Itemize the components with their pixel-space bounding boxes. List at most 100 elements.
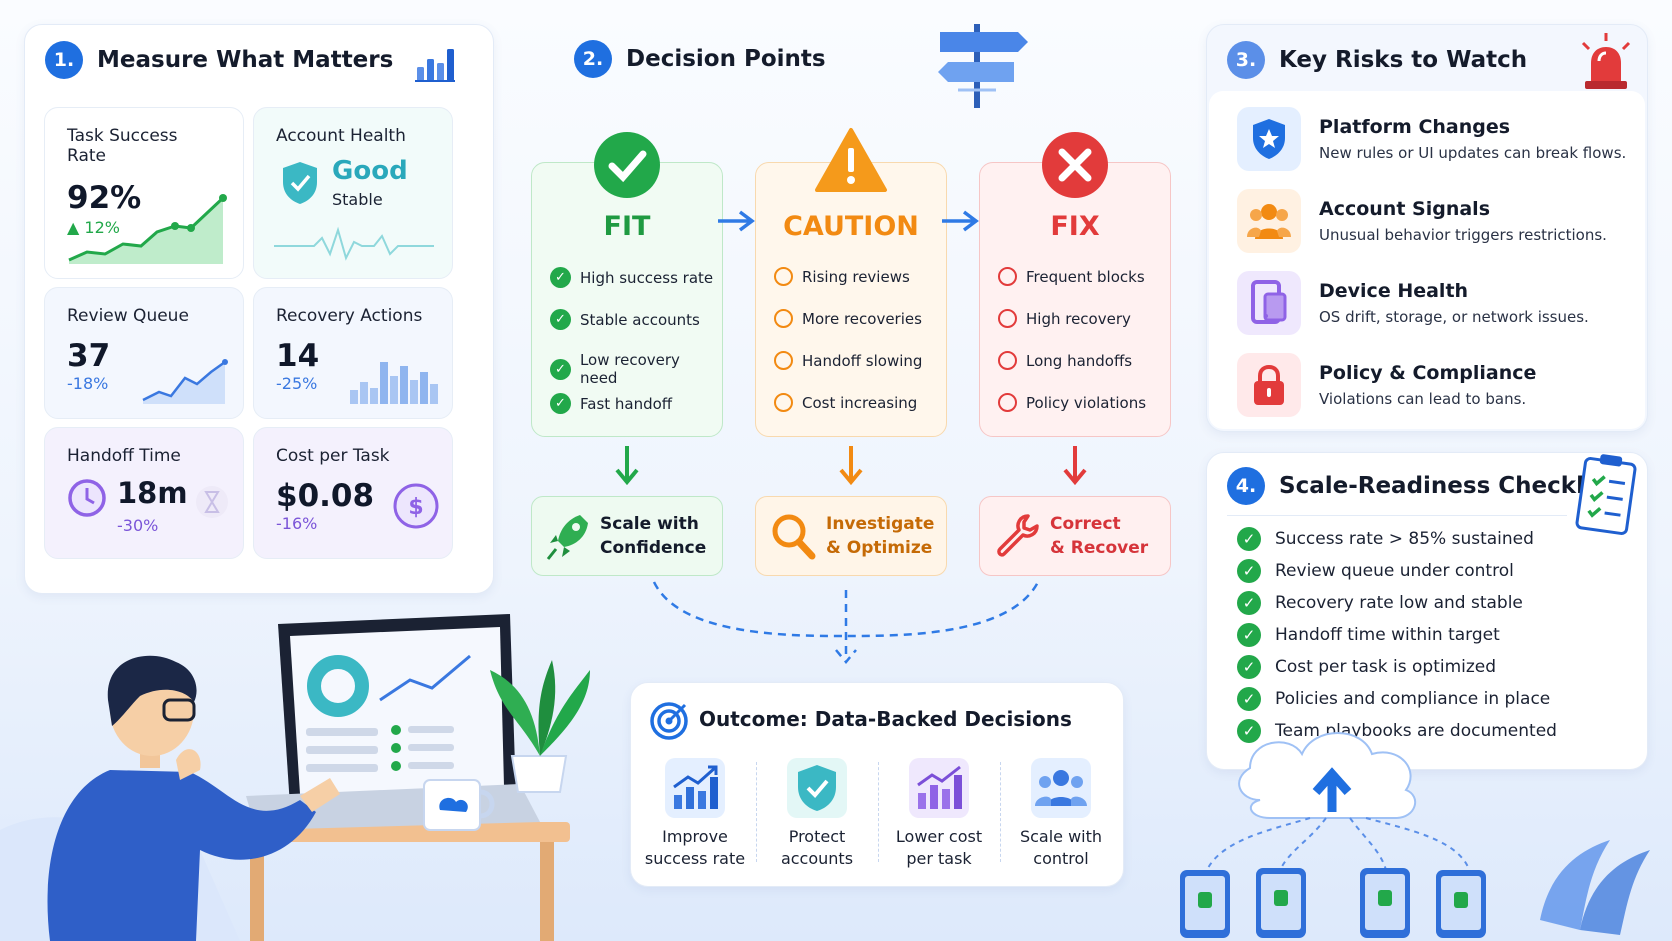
item-label: High recovery xyxy=(1026,309,1131,328)
check-icon: ✓ xyxy=(1237,559,1261,583)
ring-icon xyxy=(774,393,793,412)
correct-recover-box: Correct & Recover xyxy=(979,496,1171,576)
person-laptop-illustration xyxy=(0,614,590,941)
outcome-line-1: Protect xyxy=(788,827,846,846)
outcome-line-2: control xyxy=(1033,849,1089,868)
card-value: $0.08 xyxy=(276,478,375,514)
outcome-item-improve: Improve success rate xyxy=(634,758,756,870)
item-label: More recoveries xyxy=(802,309,922,328)
card-delta: -16% xyxy=(276,514,318,533)
card-delta: -30% xyxy=(117,516,159,535)
risk-device-health: Device Health OS drift, storage, or netwo… xyxy=(1237,271,1589,335)
svg-text:$: $ xyxy=(408,495,423,520)
item-label: Rising reviews xyxy=(802,267,910,286)
action-line-2: & Recover xyxy=(1050,538,1149,558)
divider xyxy=(756,762,757,862)
column-head: CAUTION xyxy=(783,211,919,242)
check-icon: ✓ xyxy=(1237,687,1261,711)
rocket-icon xyxy=(546,515,588,560)
item-label: Long handoffs xyxy=(1026,351,1133,370)
measure-header: 1. Measure What Matters xyxy=(45,41,393,79)
outcome-item-protect: Protect accounts xyxy=(756,758,878,870)
phone-icon xyxy=(1436,870,1486,938)
checklist-panel: 4. Scale-Readiness Checklist ✓Success ra… xyxy=(1206,452,1648,770)
person-icon xyxy=(47,655,340,941)
ring-icon xyxy=(998,309,1017,328)
card-delta: -18% xyxy=(67,374,109,393)
card-value: 14 xyxy=(276,338,320,374)
checklist-divider xyxy=(1227,515,1567,516)
risks-header: 3. Key Risks to Watch xyxy=(1227,41,1527,79)
card-delta: ▲ 12% xyxy=(67,218,120,237)
fix-item: Frequent blocks xyxy=(998,267,1145,286)
coffee-mug-icon xyxy=(423,779,495,831)
checklist-item: ✓ Review queue under control xyxy=(1237,559,1514,583)
outcome-line-2: accounts xyxy=(780,849,854,868)
risk-desc: Violations can lead to bans. xyxy=(1319,390,1527,408)
ring-icon xyxy=(774,309,793,328)
item-label: Stable accounts xyxy=(580,310,700,329)
handoff-time-card: Handoff Time 18m -30% xyxy=(44,427,244,559)
risk-desc: New rules or UI updates can break flows. xyxy=(1319,144,1627,162)
alarm-siren-icon xyxy=(1581,33,1631,89)
heartbeat-line xyxy=(274,226,434,261)
card-label: Account Health xyxy=(276,126,406,146)
item-label: Handoff time within target xyxy=(1275,625,1500,645)
action-line-2: Confidence xyxy=(600,538,707,558)
outcome-line-1: Scale with xyxy=(1019,827,1103,846)
arrow-right-icon xyxy=(718,210,755,232)
risk-desc: Unusual behavior triggers restrictions. xyxy=(1319,226,1607,244)
item-label: Cost per task is optimized xyxy=(1275,657,1497,677)
item-label: Frequent blocks xyxy=(1026,267,1145,286)
action-line-1: Investigate xyxy=(826,514,935,534)
plant-icon xyxy=(490,660,590,793)
outcome-item-scale: Scale with control xyxy=(1000,758,1122,870)
checklist-item: ✓Recovery rate low and stable xyxy=(1237,591,1523,615)
cloud-devices-illustration xyxy=(1180,732,1650,938)
risk-desc: OS drift, storage, or network issues. xyxy=(1319,308,1589,326)
measure-panel: 1. Measure What Matters Task Success Rat… xyxy=(24,24,494,594)
check-icon: ✓ xyxy=(1237,591,1261,615)
card-value: 37 xyxy=(67,338,111,374)
ring-icon xyxy=(998,393,1017,412)
checklist-item: ✓Policies and compliance in place xyxy=(1237,687,1550,711)
check-icon: ✓ xyxy=(1237,655,1261,679)
section-title: Scale-Readiness Checklist xyxy=(1279,473,1617,499)
fit-item: ✓Fast handoff xyxy=(550,393,672,414)
cost-per-task-card: Cost per Task $0.08 -16% $ xyxy=(253,427,453,559)
phone-icon xyxy=(1180,870,1230,938)
check-icon: ✓ xyxy=(550,358,571,380)
task-success-card: Task Success Rate 92% ▲ 12% xyxy=(44,107,244,279)
item-label: Review queue under control xyxy=(1275,561,1514,581)
card-label: Cost per Task xyxy=(276,446,390,466)
checklist-item: ✓Success rate > 85% sustained xyxy=(1237,527,1534,551)
item-label: Low recovery need xyxy=(579,351,680,387)
recovery-bars-chart xyxy=(350,362,438,404)
signpost-icon xyxy=(938,24,1028,108)
risk-title: Device Health xyxy=(1319,280,1469,302)
caution-item: Rising reviews xyxy=(774,267,910,286)
checklist-item: ✓ Cost per task is optimized xyxy=(1237,655,1496,679)
ring-icon xyxy=(774,351,793,370)
recovery-actions-card: Recovery Actions 14 -25% xyxy=(253,287,453,419)
caution-column: CAUTION Rising reviews More recoveries H… xyxy=(755,162,947,437)
section-number: 4. xyxy=(1227,467,1265,505)
health-value: Good xyxy=(332,156,408,186)
caution-item: Cost increasing xyxy=(774,393,917,412)
fit-badge-icon xyxy=(594,132,660,198)
checklist-item: ✓Handoff time within target xyxy=(1237,623,1500,647)
checklist-header: 4. Scale-Readiness Checklist xyxy=(1227,467,1617,505)
check-icon: ✓ xyxy=(550,393,571,414)
card-value: 18m xyxy=(117,476,188,510)
health-status: Stable xyxy=(332,190,383,209)
laptop-icon xyxy=(246,614,540,830)
action-line-1: Correct xyxy=(1050,514,1121,534)
bar-chart-icon xyxy=(415,49,455,82)
arrow-right-icon xyxy=(942,210,979,232)
action-line-1: Scale with xyxy=(600,514,699,534)
clock-icon xyxy=(68,479,106,517)
outcome-line-2: success rate xyxy=(644,849,746,868)
item-label: Policy violations xyxy=(1026,393,1147,412)
investigate-optimize-box: Investigate& Optimize xyxy=(755,496,947,576)
